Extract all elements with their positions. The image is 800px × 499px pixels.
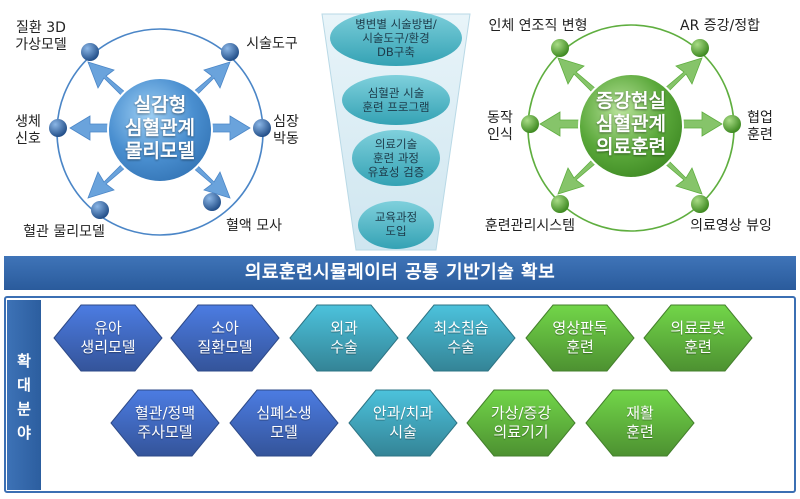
hexagon-tile [406, 304, 516, 372]
expansion-area-tab [7, 300, 41, 490]
funnel-step-3 [352, 130, 440, 186]
hexagon-label-line: 주사모델 [137, 423, 193, 441]
right-node [691, 195, 709, 213]
hexagon-label-line: 유아 [94, 319, 122, 337]
left-node-label: 시술도구 [246, 36, 298, 52]
hexagon-label-line: 질환모델 [197, 338, 253, 356]
hexagon-label-line: 의료로봇 [670, 319, 726, 337]
hexagon-label-line: 가상/증강 [490, 404, 552, 422]
hexagon-tile [643, 304, 753, 372]
expansion-area-frame [4, 296, 796, 493]
side-label-char: 분 [17, 400, 31, 418]
left-node [49, 119, 67, 137]
hexagon-label-line: 혈관/정맥 [134, 404, 196, 422]
side-label-char: 확 [17, 352, 31, 370]
hexagon-tile [110, 389, 220, 457]
hexagon-label-line: 영상판독 [552, 319, 608, 337]
right-node [551, 195, 569, 213]
hexagon-tile [229, 389, 339, 457]
hexagon-tile [348, 389, 458, 457]
side-label-char: 대 [17, 376, 31, 394]
funnel-step-1 [330, 10, 462, 66]
left-node [203, 193, 221, 211]
hexagon-label-line: 안과/치과 [372, 404, 434, 422]
right-node [691, 39, 709, 57]
left-hub-label: 실감형 심혈관계 물리모델 [125, 94, 195, 162]
hexagon-label-line: 의료기기 [493, 423, 549, 441]
hexagon-group [53, 304, 753, 457]
banner: 의료훈련시뮬레이터 공통 기반기술 확보 [4, 256, 796, 290]
hexagon-label-line: 생리모델 [80, 338, 136, 356]
hexagon-tile [53, 304, 163, 372]
hexagon-label-line: 모델 [270, 423, 298, 441]
hexagon-label-line: 재활 [626, 404, 654, 422]
funnel-step-2 [342, 75, 450, 125]
right-node [551, 39, 569, 57]
right-node [521, 115, 539, 133]
hexagon-label-line: 시술 [389, 423, 417, 441]
hexagon-tile [466, 389, 576, 457]
right-node-label: 훈련관리시스템 [484, 218, 576, 234]
hexagon-tile [289, 304, 399, 372]
hexagon-label-line: 훈련 [626, 423, 654, 441]
hexagon-label-line: 최소침습 [433, 319, 489, 337]
left-node [81, 43, 99, 61]
right-hub-label: 증강현실 심혈관계 의료훈련 [596, 90, 666, 158]
hexagon-tile [585, 389, 695, 457]
left-node-label: 혈관 물리모델 [23, 224, 105, 240]
right-node [723, 115, 741, 133]
right-node-label: AR 증강/정합 [680, 18, 760, 34]
side-label-char: 야 [17, 424, 31, 442]
left-node [253, 119, 271, 137]
right-hub [578, 73, 684, 179]
hexagon-label-line: 소아 [211, 319, 239, 337]
hexagon-label-line: 수술 [330, 338, 358, 356]
hexagon-label-line: 훈련 [684, 338, 712, 356]
hexagon-label-line: 수술 [447, 338, 475, 356]
left-node [91, 201, 109, 219]
hexagon-label-line: 심폐소생 [256, 404, 312, 422]
left-node [221, 43, 239, 61]
hexagon-tile [525, 304, 635, 372]
right-node-label: 인체 연조직 변형 [488, 18, 588, 34]
hexagon-tile [170, 304, 280, 372]
funnel-step-4 [358, 201, 434, 249]
left-node-label: 혈액 모사 [226, 218, 282, 234]
left-hub [107, 77, 213, 183]
right-node-label: 의료영상 뷰잉 [690, 218, 772, 234]
hexagon-label-line: 외과 [330, 319, 358, 337]
hexagon-label-line: 훈련 [566, 338, 594, 356]
